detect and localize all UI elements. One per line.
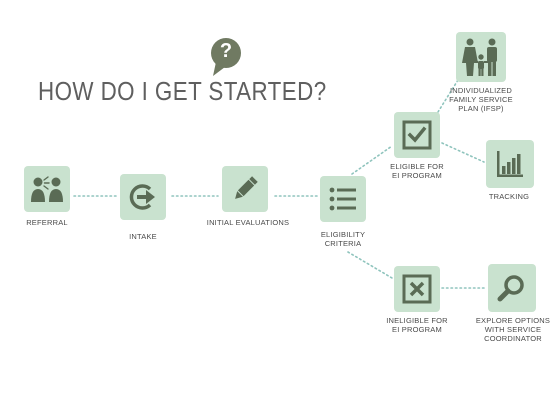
eligibility-criteria-label: ELIGIBILITY CRITERIA <box>320 230 366 248</box>
ineligible-node <box>394 266 440 312</box>
question-bubble-icon: ? <box>210 38 246 78</box>
connector-eligibility-ineligible <box>347 251 393 279</box>
arrow-right-circle-icon <box>129 184 155 210</box>
referral-label: REFERRAL <box>26 218 68 227</box>
tracking-label: TRACKING <box>488 192 530 201</box>
eligible-label: ELIGIBLE FOR EI PROGRAM <box>390 162 444 180</box>
initial-evaluations-node <box>222 166 268 212</box>
magnifier-icon <box>497 275 524 302</box>
explore-options-label: EXPLORE OPTIONS WITH SERVICE COORDINATOR <box>475 316 551 343</box>
connector-eligible-ifsp <box>437 79 459 113</box>
intake-label: INTAKE <box>129 232 157 241</box>
page-title: HOW DO I GET STARTED? <box>38 76 327 106</box>
family-icon <box>462 38 497 76</box>
eligibility-criteria-node <box>320 176 366 222</box>
eligible-node <box>394 112 440 158</box>
ifsp-node <box>456 32 506 82</box>
initial-evaluations-label: INITIAL EVALUATIONS <box>206 218 290 227</box>
referral-node <box>24 166 70 212</box>
intake-node <box>120 174 166 220</box>
pencil-icon <box>235 176 258 199</box>
connector-eligibility-eligible <box>351 145 393 175</box>
ifsp-label: INDIVIDUALIZED FAMILY SERVICE PLAN (IFSP… <box>449 86 513 113</box>
list-icon <box>329 187 356 211</box>
connector-eligible-tracking <box>441 142 485 163</box>
tracking-node <box>486 140 534 188</box>
explore-options-node <box>488 264 536 312</box>
check-icon <box>402 120 432 150</box>
x-icon <box>402 274 432 304</box>
question-mark: ? <box>219 40 233 62</box>
people-talking-icon <box>31 176 63 202</box>
ineligible-label: INELIGIBLE FOR EI PROGRAM <box>386 316 448 334</box>
bar-chart-icon <box>497 151 523 177</box>
